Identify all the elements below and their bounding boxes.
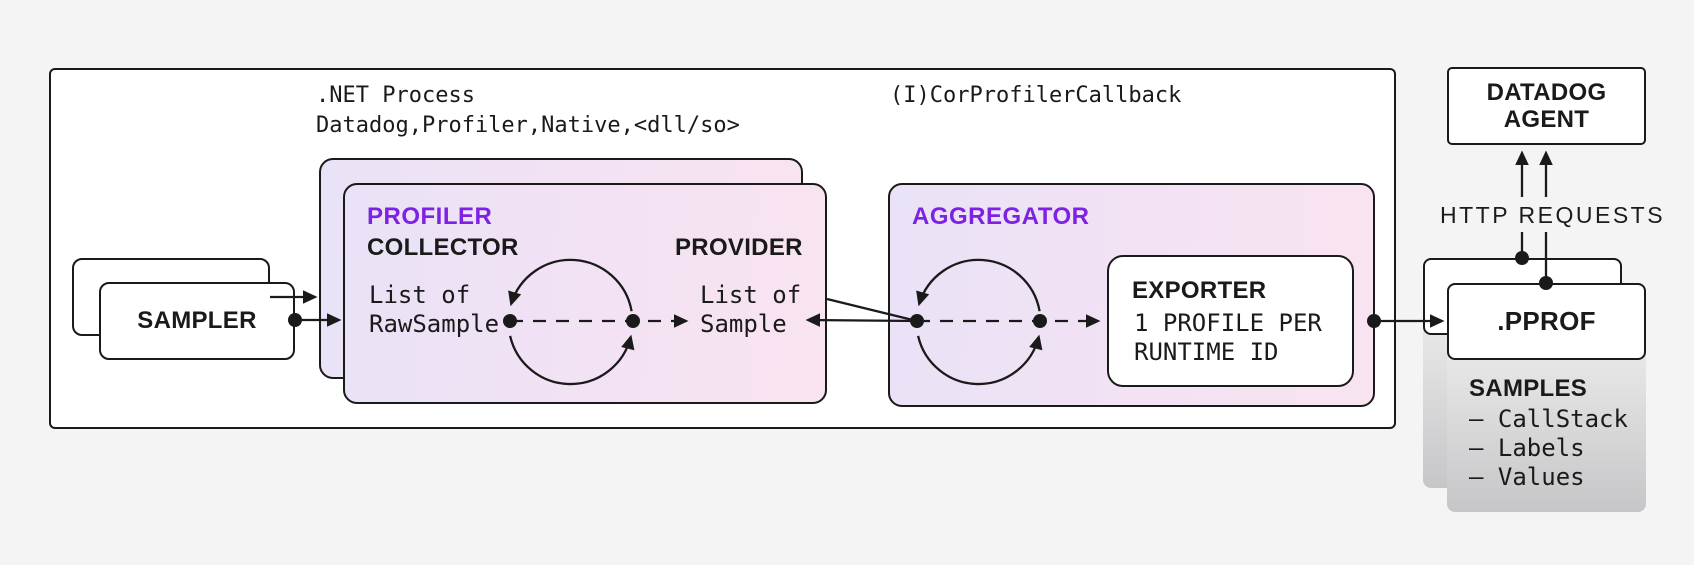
samples-item: – CallStack (1469, 405, 1628, 433)
provider-description-line2: Sample (700, 310, 787, 338)
datadog-agent-label-line1: DATADOG (1486, 79, 1607, 106)
datadog-agent-label-line2: AGENT (1503, 106, 1590, 133)
samples-title: SAMPLES (1469, 375, 1588, 402)
exporter-label: EXPORTER (1132, 277, 1267, 304)
provider-description: List of Sample (700, 281, 801, 339)
aggregator-title: AGGREGATOR (912, 203, 1090, 230)
net-process-label-line2: Datadog,Profiler,Native,<dll/so> (316, 113, 740, 138)
exporter-description: 1 PROFILE PER RUNTIME ID (1134, 309, 1322, 367)
collector-description-line2: RawSample (369, 310, 500, 338)
samples-list: – CallStack – Labels – Values (1469, 405, 1628, 492)
collector-label: COLLECTOR (367, 234, 519, 261)
provider-label: PROVIDER (675, 234, 803, 261)
provider-description-line1: List of (700, 281, 802, 309)
pprof-box: .PPROF (1447, 283, 1646, 360)
samples-panel (1447, 330, 1646, 512)
net-process-label-line1: .NET Process (316, 83, 475, 108)
samples-item: – Values (1469, 463, 1585, 491)
samples-item: – Labels (1469, 434, 1585, 462)
datadog-agent-box: DATADOG AGENT (1447, 67, 1646, 145)
exporter-box: EXPORTER 1 PROFILE PER RUNTIME ID (1107, 255, 1354, 387)
exporter-description-line1: 1 PROFILE PER (1134, 309, 1322, 337)
sampler-box: SAMPLER (99, 282, 295, 360)
profiler-title: PROFILER (367, 203, 493, 230)
collector-description: List of RawSample (369, 281, 499, 339)
collector-description-line1: List of (369, 281, 471, 309)
http-requests-label: HTTP REQUESTS (1440, 202, 1666, 228)
samples-block: SAMPLES – CallStack – Labels – Values (1469, 376, 1628, 492)
net-process-label: .NET Process Datadog,Profiler,Native,<dl… (316, 81, 740, 141)
corprofiler-callback-label: (I)CorProfilerCallback (890, 83, 1182, 108)
aggregator-box: AGGREGATOR EXPORTER 1 PROFILE PER RUNTIM… (888, 183, 1375, 407)
exporter-description-line2: RUNTIME ID (1134, 338, 1279, 366)
profiler-box: PROFILER COLLECTOR List of RawSample PRO… (343, 183, 827, 404)
pprof-label: .PPROF (1497, 306, 1596, 336)
sampler-label: SAMPLER (137, 307, 257, 334)
